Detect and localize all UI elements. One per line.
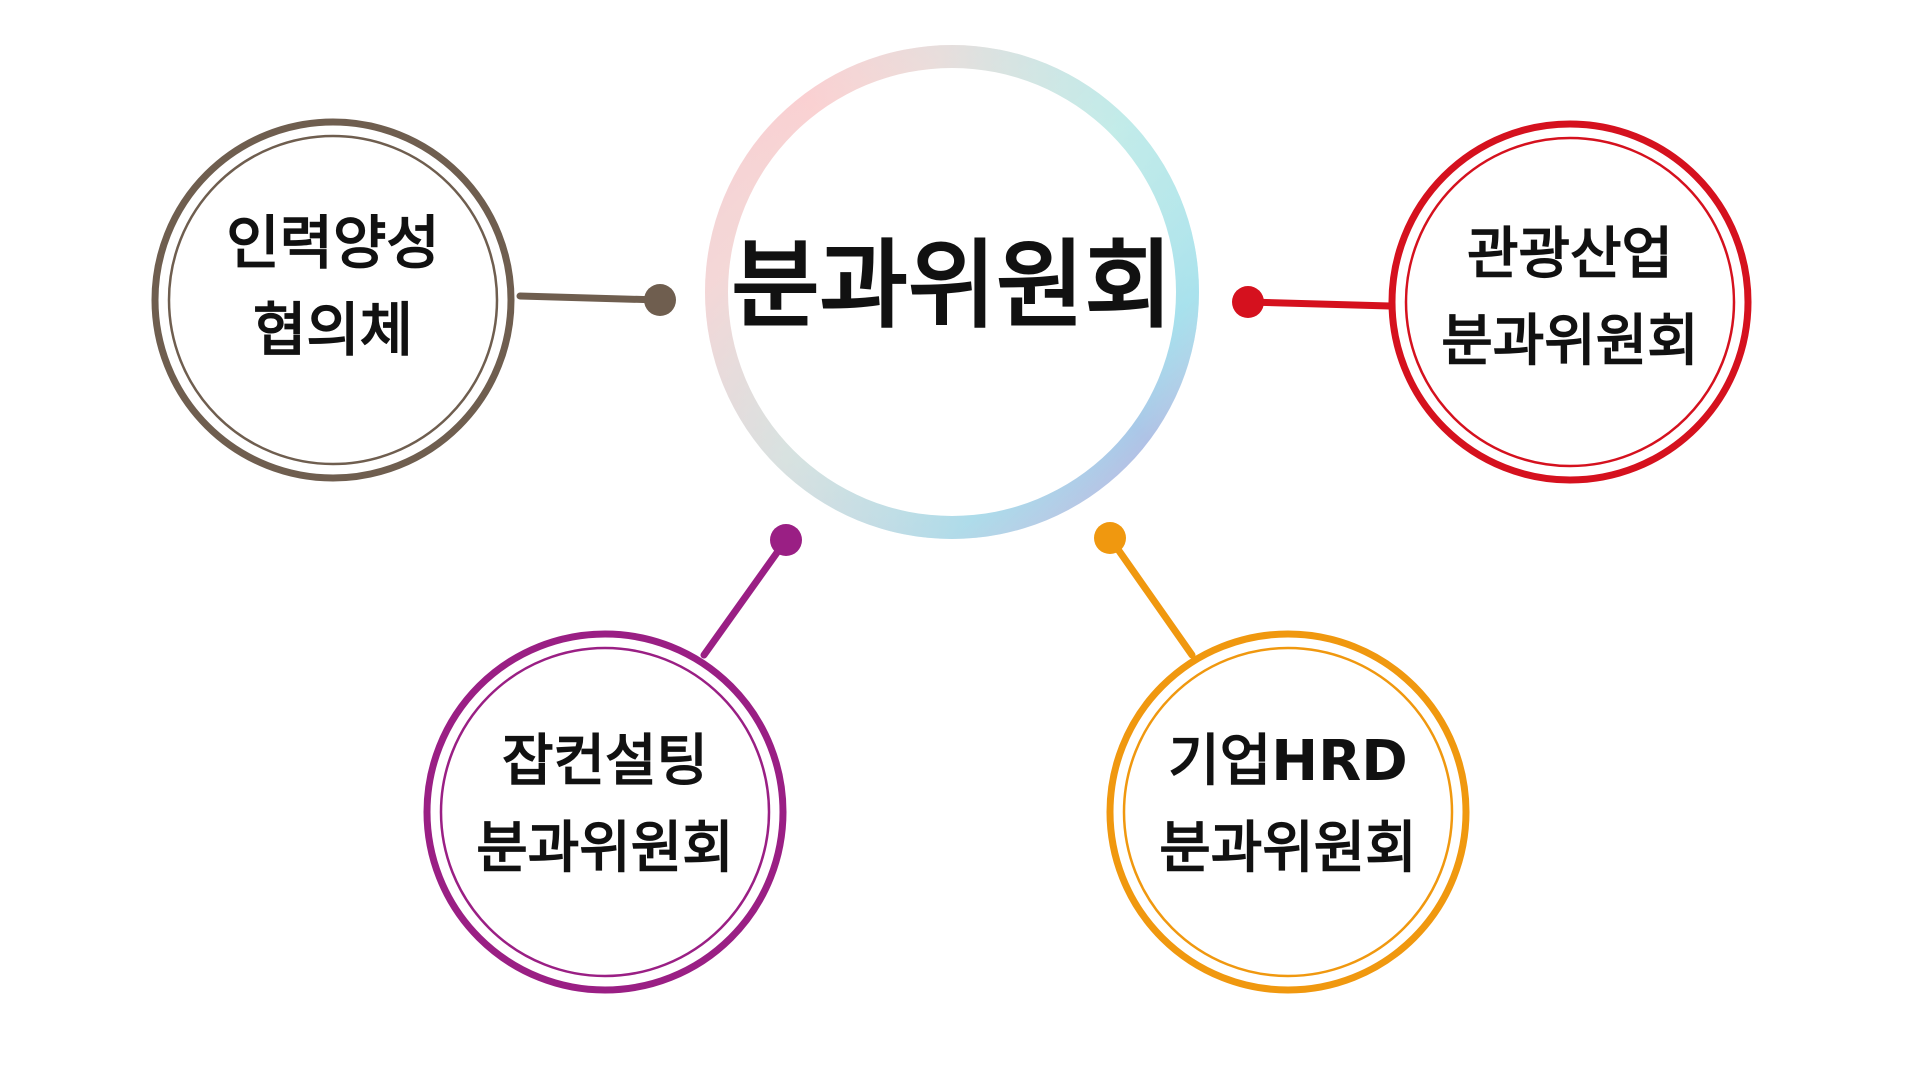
node-jobconsulting-line1: 잡컨설팅: [502, 729, 708, 794]
connector-tourism: [1232, 286, 1394, 318]
connector-workforce: [516, 284, 676, 316]
connector-dot-jobconsulting: [770, 524, 802, 556]
node-tourism-line1: 관광산업: [1467, 222, 1673, 287]
center-label: 분과위원회: [731, 229, 1173, 341]
node-workforce-line1: 인력양성: [226, 209, 439, 277]
center-node: 분과위원회: [705, 45, 1199, 539]
node-enterprise-hrd-line1: 기업HRD: [1168, 729, 1408, 794]
connector-dot-tourism: [1232, 286, 1264, 318]
node-enterprise-hrd-line2: 분과위원회: [1159, 816, 1417, 881]
node-jobconsulting: 잡컨설팅 분과위원회: [423, 630, 787, 994]
node-workforce: 인력양성 협의체: [151, 118, 515, 482]
node-jobconsulting-line2: 분과위원회: [476, 816, 734, 881]
connector-dot-workforce: [644, 284, 676, 316]
connector-enterprise-hrd: [1094, 522, 1196, 659]
node-tourism: 관광산업 분과위원회: [1388, 120, 1752, 484]
connector-dot-enterprise-hrd: [1094, 522, 1126, 554]
node-enterprise-hrd: 기업HRD 분과위원회: [1106, 630, 1470, 994]
node-tourism-line2: 분과위원회: [1441, 309, 1699, 374]
node-workforce-line2: 협의체: [253, 296, 413, 364]
connector-jobconsulting: [700, 524, 802, 659]
